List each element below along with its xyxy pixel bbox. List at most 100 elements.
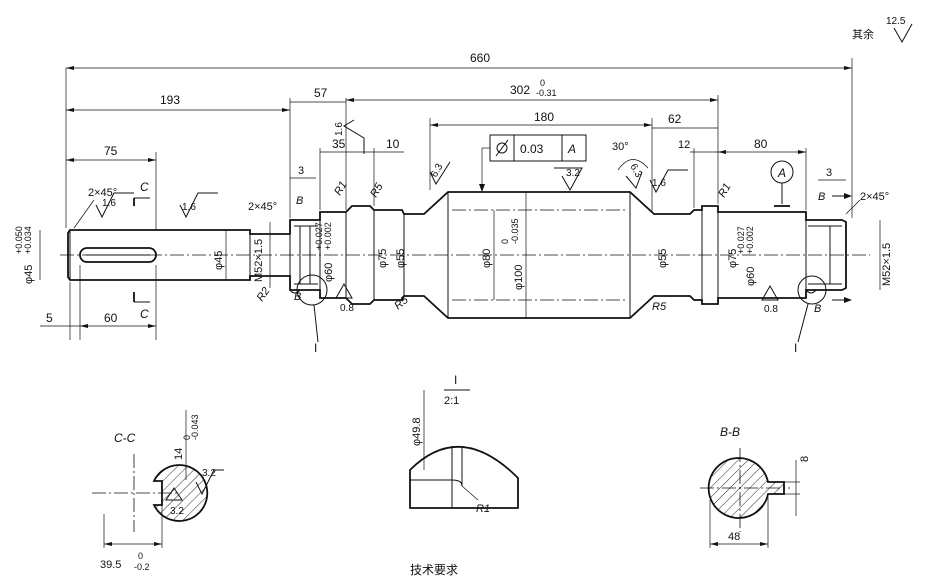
- keyway-slot: [79, 247, 157, 263]
- roughness-right-shoulder: 1.6: [652, 178, 666, 189]
- dia-bearing-left-tol-up: +0.027: [314, 222, 324, 250]
- dim-overall-length: 660: [470, 51, 490, 65]
- thread-right: M52×1.5: [881, 243, 893, 286]
- section-cc-roughness: 3.2: [202, 468, 216, 479]
- marker-b-left-2: B: [294, 291, 301, 303]
- dia-100-tol-lo: -0.035: [510, 218, 520, 244]
- section-bb-width: 48: [728, 531, 740, 543]
- marker-i-right: I: [794, 341, 797, 355]
- roughness-left-body: 1.6: [182, 202, 196, 213]
- datum-a: A: [770, 160, 794, 207]
- dia-left-body: φ45: [213, 251, 225, 270]
- dia-75-left: φ75: [377, 249, 389, 268]
- section-cc-width-tol-lo: -0.2: [134, 562, 150, 572]
- radius-r5-bot-right: R5: [652, 301, 667, 313]
- dim-57: 57: [314, 86, 328, 100]
- section-b-b: B-B 8 48: [700, 425, 811, 548]
- tolerance-value: 0.03: [520, 142, 544, 156]
- roughness-left-taper: 6.3: [429, 162, 446, 180]
- section-cc-depth-tol-lo: -0.043: [190, 414, 200, 440]
- dia-bearing-left-tol-lo: +0.002: [323, 222, 333, 250]
- roughness-keyway: 1.6: [102, 198, 116, 209]
- marker-c-bottom: C: [140, 307, 149, 321]
- section-cc-width: 39.5: [100, 559, 121, 571]
- dia-80: φ80: [481, 249, 493, 268]
- roughness-note-prefix: 其余: [852, 27, 874, 41]
- thread-left: M52×1.5: [253, 239, 265, 282]
- dia-bearing-left: φ60: [323, 263, 335, 282]
- dia-100-tol-up: 0: [500, 239, 510, 244]
- dia-55-left: φ55: [395, 249, 407, 268]
- dim-80: 80: [754, 137, 768, 151]
- dia-75-right: φ75: [727, 249, 739, 268]
- roughness-bearing-right: 0.8: [764, 304, 778, 315]
- tolerance-frame: 0.03 A: [479, 134, 587, 192]
- roughness-note-value: 12.5: [886, 16, 906, 27]
- dim-12: 12: [678, 139, 690, 151]
- dim-30deg: 30°: [612, 141, 629, 153]
- radius-r5-top: R5: [368, 181, 386, 200]
- marker-i-left: I: [314, 341, 317, 355]
- chamfer-left-2: 2×45°: [248, 201, 277, 213]
- dim-3-left: 3: [298, 165, 304, 177]
- dia-bearing-right-tol-lo: +0.002: [745, 226, 755, 254]
- bottom-dimensions: 5 60: [40, 265, 157, 340]
- detail-i-diameter: φ49.8: [411, 417, 423, 446]
- section-cc-depth: 14: [173, 448, 185, 460]
- marker-b-left: B: [296, 195, 303, 207]
- section-cc-width-tol-up: 0: [138, 551, 143, 561]
- dia-bearing-right-tol-up: +0.027: [736, 226, 746, 254]
- dim-10: 10: [386, 137, 400, 151]
- radius-r1-left: R1: [332, 179, 349, 197]
- top-dimensions: 660 193 57 302 0 -0.31 180 62 35: [65, 51, 853, 230]
- section-bb-slot: 8: [799, 456, 811, 462]
- section-bb-title: B-B: [720, 425, 740, 439]
- dim-35: 35: [332, 137, 346, 151]
- section-cc-shape: [152, 464, 209, 522]
- detail-i-shape: [409, 446, 519, 509]
- dim-62: 62: [668, 112, 682, 126]
- marker-b-right-2: B: [814, 303, 821, 315]
- dim-302-tol: -0.31: [536, 88, 557, 98]
- shaft-outline: [67, 191, 847, 319]
- dim-75-keyway: 75: [104, 144, 118, 158]
- roughness-top-shoulder: 1.6: [334, 122, 345, 136]
- dim-302-tol-upper: 0: [540, 78, 545, 88]
- dim-5: 5: [46, 311, 53, 325]
- detail-i: I 2:1 φ49.8 R1: [409, 373, 519, 515]
- marker-b-right: B: [818, 191, 825, 203]
- tech-requirements-title: 技术要求: [410, 563, 458, 577]
- detail-i-title: I: [454, 373, 457, 387]
- section-cc-title: C-C: [114, 431, 136, 445]
- dim-60: 60: [104, 311, 118, 325]
- chamfer-left: 2×45°: [88, 187, 117, 199]
- detail-circle-i-left: [296, 274, 328, 306]
- dia-100: φ100: [513, 265, 525, 291]
- dia-left-end-tol-lo: +0.034: [23, 226, 33, 254]
- detail-circle-i-right: [797, 275, 827, 305]
- dim-180: 180: [534, 110, 554, 124]
- tolerance-datum: A: [567, 142, 576, 156]
- section-cc-depth-tol-up: 0: [182, 435, 192, 440]
- chamfer-radius-labels: 2×45° 2×45° 2×45° R2 R1 R5 R5 R5 R1: [73, 179, 889, 313]
- detail-i-radius: R1: [476, 503, 490, 515]
- roughness-middle: 3.2: [566, 168, 580, 179]
- section-markers: C C B B B B I I: [133, 180, 852, 355]
- roughness-right-taper: 6.3: [627, 162, 644, 180]
- section-c-c: C-C 14 0 -0.043 3.2 3.2 39.5 0 -0.2: [92, 410, 224, 572]
- main-view: [60, 191, 870, 343]
- marker-c-top: C: [140, 180, 149, 194]
- radius-r1-right: R1: [716, 181, 733, 199]
- chamfer-right: 2×45°: [860, 191, 889, 203]
- diameter-labels: φ45 +0.050 +0.034 φ45 M52×1.5 φ60 +0.027…: [14, 192, 893, 318]
- detail-i-scale: 2:1: [444, 395, 459, 407]
- dia-55-right: φ55: [657, 249, 669, 268]
- dia-left-end: φ45: [23, 265, 35, 284]
- roughness-symbols: 1.6 1.6 1.6 6.3 3.2 6.3 1.6 0.8 0.8 12.5…: [95, 16, 913, 315]
- dim-3-right: 3: [826, 167, 832, 179]
- dim-193: 193: [160, 93, 180, 107]
- dia-bearing-right: φ60: [745, 267, 757, 286]
- dia-left-end-tol-up: +0.050: [14, 226, 24, 254]
- radius-r2: R2: [255, 285, 273, 303]
